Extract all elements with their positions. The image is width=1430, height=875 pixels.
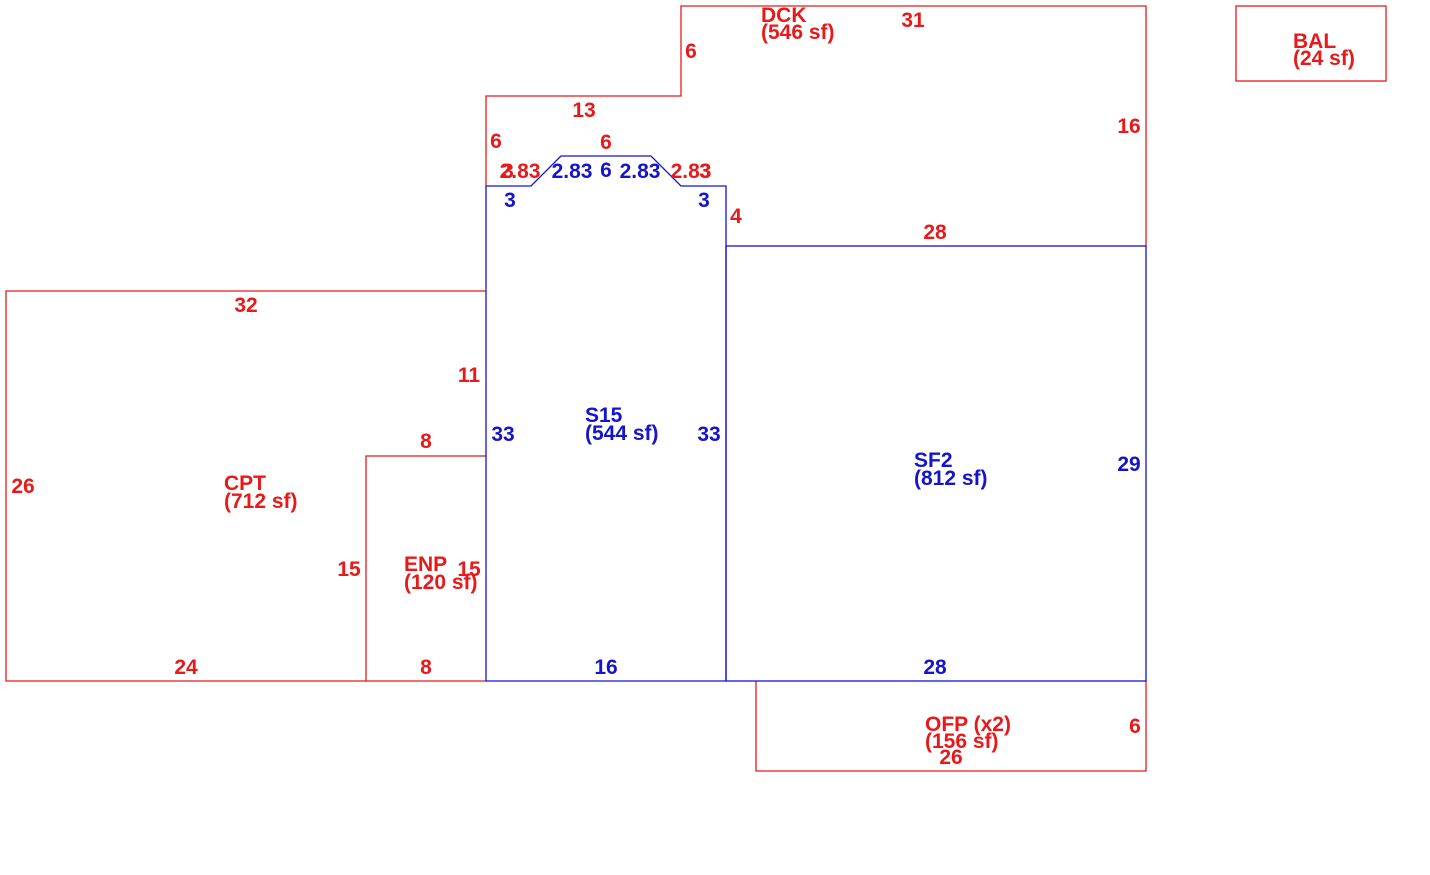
sf2-outline <box>725 245 1147 682</box>
dim-dck-right: 16 <box>1117 115 1140 138</box>
dim-sf2-right: 29 <box>1117 453 1140 476</box>
bal-code: BAL <box>1293 30 1336 53</box>
dim-cpt-top: 32 <box>234 294 257 317</box>
bal-outline <box>1235 5 1387 82</box>
dim-s15-bay-top: 6 <box>600 159 612 182</box>
dim-s15-left: 33 <box>491 423 514 446</box>
cpt-code: CPT <box>224 472 266 495</box>
dim-enp-right: 15 <box>457 558 481 581</box>
dim-s15-right: 33 <box>697 423 720 446</box>
dim-dck-bay-right-3: 3 <box>699 160 711 183</box>
ofp-outline <box>755 681 1147 772</box>
enp-code: ENP <box>404 553 447 576</box>
s15-code: S15 <box>585 404 623 427</box>
dim-dck-top: 31 <box>901 9 925 32</box>
dim-ofp-bottom: 26 <box>939 746 962 769</box>
dim-cpt-bottom: 24 <box>174 656 198 679</box>
dim-dck-top-bay: 6 <box>600 131 612 154</box>
dim-cpt-right-upper: 11 <box>458 364 481 387</box>
dck-code: DCK <box>761 4 807 27</box>
cpt-outline <box>5 290 486 682</box>
dim-enp-bottom: 8 <box>420 656 432 679</box>
dim-s15-bay-left: 2.83 <box>552 160 593 183</box>
bal-area: (24 sf) <box>1293 47 1355 70</box>
dim-sf2-bottom: 28 <box>923 656 947 679</box>
dim-enp-top: 8 <box>420 430 432 453</box>
dim-dck-bay-right: 2.83 <box>671 160 712 183</box>
s15-area: (544 sf) <box>585 422 659 445</box>
cpt-area: (712 sf) <box>224 490 298 513</box>
dck-area: (546 sf) <box>761 21 835 44</box>
dim-dck-right-step: 4 <box>730 205 742 228</box>
dim-s15-left-notch: 3 <box>504 189 516 212</box>
dim-dck-bottom: 28 <box>923 221 947 244</box>
dim-s15-right-notch: 3 <box>698 189 710 212</box>
sf2-code: SF2 <box>914 449 953 472</box>
enp-outline <box>365 455 486 682</box>
ofp-area: (156 sf) <box>925 730 999 753</box>
s15-outline <box>485 155 727 682</box>
dim-dck-left-upper: 6 <box>490 130 502 153</box>
dck-outline <box>485 5 1147 246</box>
enp-area: (120 sf) <box>404 571 478 594</box>
dim-dck-bay-left: 2.83 <box>500 160 541 183</box>
dim-cpt-left: 26 <box>11 475 34 498</box>
dim-dck-mid-top: 13 <box>572 99 595 122</box>
sf2-area: (812 sf) <box>914 467 988 490</box>
ofp-code: OFP (x2) <box>925 713 1011 736</box>
dim-enp-left: 15 <box>337 558 361 581</box>
dim-ofp-right: 6 <box>1129 715 1141 738</box>
dim-s15-bottom: 16 <box>594 656 617 679</box>
dim-dck-bay-left-3: 3 <box>502 160 514 183</box>
dim-s15-bay-right: 2.83 <box>620 160 661 183</box>
dim-dck-left-step: 6 <box>685 40 697 63</box>
